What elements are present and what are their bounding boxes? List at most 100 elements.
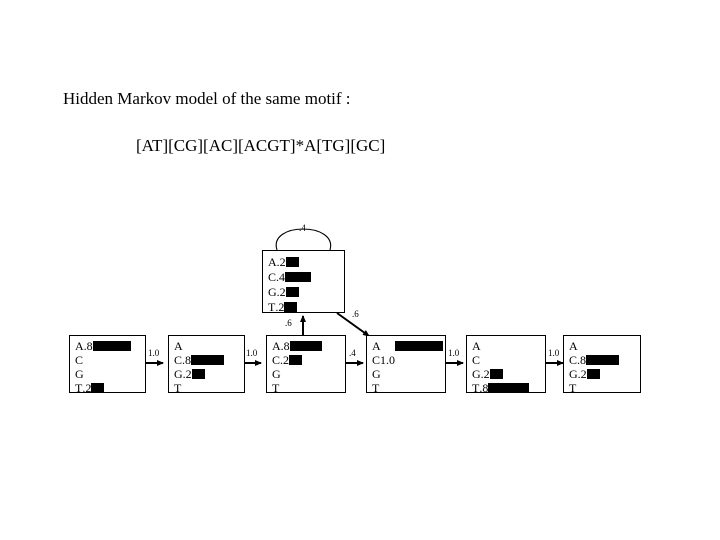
- emission-label-c: C: [569, 353, 578, 367]
- emission-value-a: .2: [276, 255, 286, 269]
- emission-value-c: .8: [182, 353, 192, 367]
- emission-value-a: .8: [83, 339, 93, 353]
- emission-label-a: A: [75, 339, 84, 353]
- emission-value-t: .8: [479, 381, 489, 395]
- emission-row: C: [472, 353, 542, 367]
- transition-label-loop-self: .4: [299, 223, 306, 233]
- emission-row: T: [372, 381, 442, 395]
- state-box-6[interactable]: A C.8 G.2 T: [563, 335, 641, 395]
- emission-row: G.2: [268, 285, 341, 299]
- emission-row: C.8: [569, 353, 637, 367]
- state-box-insert[interactable]: A.2 C.4 G.2 T.2: [262, 250, 345, 314]
- emission-label-c: C: [272, 353, 281, 367]
- emission-value-g: .2: [577, 367, 587, 381]
- emission-row: T: [174, 381, 241, 395]
- emission-bar-t: [284, 302, 298, 313]
- emission-label-a: A: [272, 339, 281, 353]
- emission-value-t: .2: [275, 300, 285, 314]
- emission-row: C1.0: [372, 353, 442, 367]
- emission-label-g: G: [174, 367, 183, 381]
- emission-row: T: [569, 381, 637, 395]
- emission-label-c: C: [75, 353, 84, 367]
- transition-label-into-loop: .6: [285, 318, 292, 328]
- emission-bar-a: [289, 341, 322, 352]
- emission-value-g: .2: [480, 367, 490, 381]
- state-box-2[interactable]: A C.8 G.2 T: [168, 335, 245, 395]
- emission-label-g: G: [272, 367, 281, 381]
- emission-bar-g: [586, 369, 600, 380]
- emission-row: A: [472, 339, 542, 353]
- emission-label-g: G: [75, 367, 84, 381]
- emission-value-g: .2: [182, 367, 192, 381]
- emission-bar-t: [488, 383, 530, 394]
- emission-row: G.2: [472, 367, 542, 381]
- emission-row: G: [75, 367, 142, 381]
- emission-label-c: C: [174, 353, 183, 367]
- emission-row: T.2: [75, 381, 142, 395]
- emission-value-c: .8: [577, 353, 587, 367]
- transition-label-out-of-loop: .6: [352, 309, 359, 319]
- emission-bar-c: [285, 272, 312, 283]
- emission-label-a: A: [372, 339, 381, 353]
- emission-label-a: A: [472, 339, 481, 353]
- emission-row: T.8: [472, 381, 542, 395]
- transition-label-1-2: 1.0: [148, 348, 160, 358]
- emission-label-t: T: [372, 381, 380, 395]
- emission-row: A.8: [272, 339, 342, 353]
- transition-label-3-4: .4: [349, 348, 356, 358]
- transition-label-5-6: 1.0: [548, 348, 560, 358]
- emission-label-a: A: [569, 339, 578, 353]
- emission-label-g: G: [569, 367, 578, 381]
- emission-row: A.8: [75, 339, 142, 353]
- emission-label-t: T: [174, 381, 182, 395]
- emission-label-t: T: [75, 381, 83, 395]
- emission-row: A: [372, 339, 443, 353]
- emission-row: G: [372, 367, 442, 381]
- emission-value-t: .2: [82, 381, 92, 395]
- emission-row: C.2: [272, 353, 342, 367]
- emission-row: T: [272, 381, 342, 395]
- emission-row: G: [272, 367, 342, 381]
- emission-bar-g: [285, 287, 299, 298]
- state-box-5[interactable]: A C G.2 T.8: [466, 335, 546, 395]
- emission-row: A: [174, 339, 241, 353]
- emission-row: G.2: [569, 367, 637, 381]
- state-box-1[interactable]: A.8 C G T.2: [69, 335, 146, 395]
- motif-regex: [AT][CG][AC][ACGT]*A[TG][GC]: [136, 136, 386, 155]
- emission-label-t: T: [569, 381, 577, 395]
- state-box-3[interactable]: A.8 C.2 G T: [266, 335, 346, 395]
- emission-bar-t: [91, 383, 105, 394]
- emission-label-c: C: [268, 270, 277, 284]
- emission-label-t: T: [272, 381, 280, 395]
- emission-label-c: C: [472, 353, 481, 367]
- emission-label-g: G: [472, 367, 481, 381]
- emission-value-c: .4: [276, 270, 286, 284]
- emission-bar-a: [92, 341, 131, 352]
- emission-row: A.2: [268, 255, 341, 269]
- emission-label-g: G: [372, 367, 381, 381]
- emission-row: C.4: [268, 270, 341, 284]
- transition-label-4-5: 1.0: [448, 348, 460, 358]
- emission-bar-c: [191, 355, 225, 366]
- transition-label-2-3: 1.0: [246, 348, 258, 358]
- emission-bar-c: [586, 355, 620, 366]
- emission-label-t: T: [472, 381, 480, 395]
- emission-label-g: G: [268, 285, 277, 299]
- emission-row: C.8: [174, 353, 241, 367]
- emission-bar-a: [394, 341, 443, 352]
- emission-bar-g: [191, 369, 205, 380]
- page-title: Hidden Markov model of the same motif :: [63, 89, 351, 108]
- emission-row: T.2: [268, 300, 341, 314]
- emission-label-c: C: [372, 353, 381, 367]
- emission-bar-c: [289, 355, 303, 366]
- emission-bar-g: [489, 369, 503, 380]
- state-box-4[interactable]: A C1.0 G T: [366, 335, 446, 395]
- emission-value-g: .2: [276, 285, 286, 299]
- emission-label-a: A: [268, 255, 277, 269]
- emission-row: A: [569, 339, 637, 353]
- emission-label-a: A: [174, 339, 183, 353]
- emission-row: G.2: [174, 367, 241, 381]
